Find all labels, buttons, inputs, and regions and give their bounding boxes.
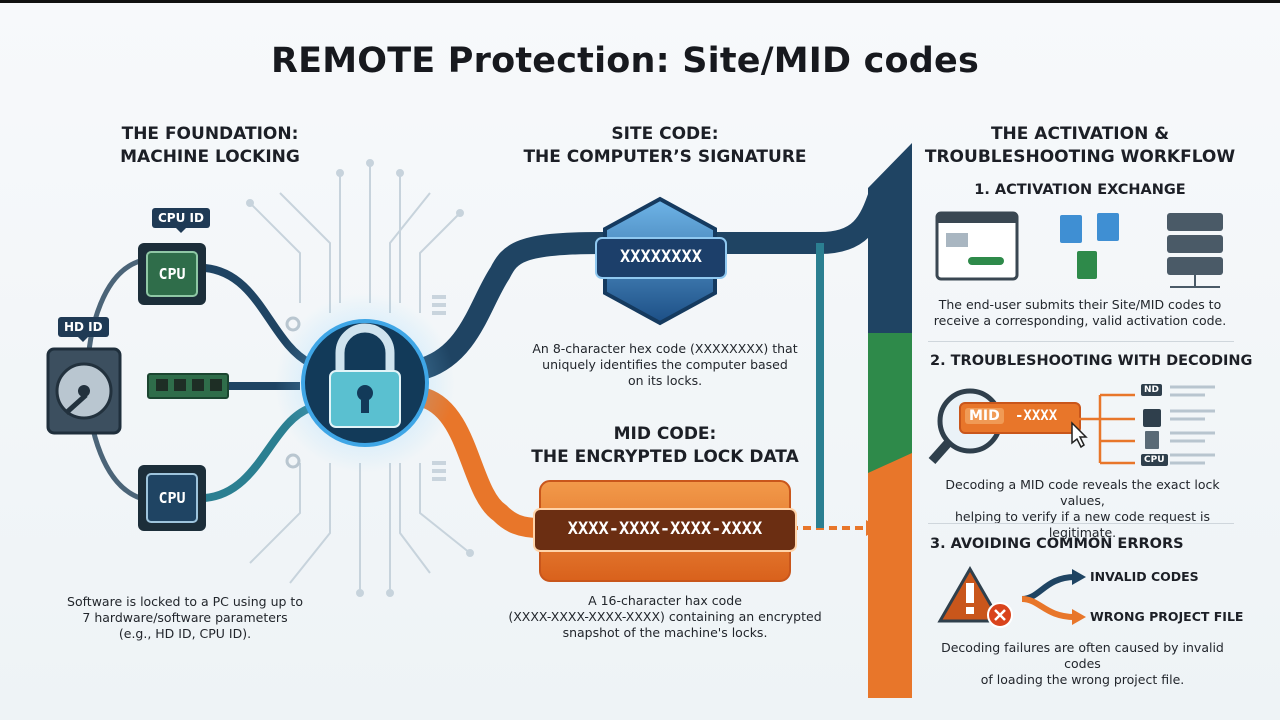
step1-title: 1. ACTIVATION EXCHANGE [974,182,1186,198]
wrong-file-branch [1021,596,1076,620]
cpu-badge: CPU [1141,454,1168,466]
foundation-desc-line1: Software is locked to a PC using up to [67,594,303,609]
site-code-heading-line1: SITE CODE: [611,124,719,144]
foundation-heading: THE FOUNDATION: MACHINE LOCKING [80,123,340,169]
step3-desc-line1: Decoding failures are often caused by in… [941,640,1224,671]
site-code-description: An 8-character hex code (XXXXXXXX) that … [520,341,810,389]
step2-desc-line1: Decoding a MID code reveals the exact lo… [945,477,1220,508]
cpu-chip-label-bottom: CPU [158,489,186,507]
mid-code-desc-line3: snapshot of the machine's locks. [562,625,768,640]
foundation-heading-line2: MACHINE LOCKING [120,147,300,167]
invalid-branch [1021,574,1076,602]
workflow-heading-line2: TROUBLESHOOTING WORKFLOW [924,147,1236,167]
mid-code-heading: MID CODE: THE ENCRYPTED LOCK DATA [510,423,820,469]
wrong-project-file-label: WRONG PROJECT FILE [1090,609,1244,624]
server-stack-icon [1167,213,1223,288]
invalid-codes-label: INVALID CODES [1090,569,1199,584]
ribbon-navy [868,143,912,333]
cpu-chip-bottom [138,465,206,531]
mid-code-heading-line1: MID CODE: [613,424,717,444]
mid-code-description: A 16-character hax code (XXXX-XXXX-XXXX-… [505,593,825,641]
decode-branches [1078,393,1135,465]
keyhole-slot [361,395,369,413]
circuit-traces [246,159,474,597]
flow-diagram [46,143,1223,698]
workflow-heading-line1: THE ACTIVATION & [990,124,1170,144]
cpu-id-tag: CPU ID [152,208,210,233]
cpu-chip-label-top: CPU [158,265,186,283]
step-divider [928,341,1234,342]
foundation-desc-line3: (e.g., HD ID, CPU ID). [118,626,252,641]
step2-description: Decoding a MID code reveals the exact lo… [925,477,1240,541]
foundation-desc-line2: 7 hardware/software parameters [82,610,288,625]
site-code-heading-line2: THE COMPUTER’S SIGNATURE [523,147,807,167]
workflow-heading: THE ACTIVATION & TROUBLESHOOTING WORKFLO… [920,123,1240,169]
server-icon [432,295,446,481]
ribbon-green [868,333,912,473]
hard-drive-icon [46,347,122,435]
chip-icon [1143,409,1161,427]
site-code-hexagon [595,196,727,326]
page-title: REMOTE Protection: Site/MID codes [270,41,980,81]
hd-id-tag: HD ID [58,317,109,342]
site-code-desc-line3: on its locks. [627,373,703,388]
step-divider [928,523,1234,524]
step1-desc-line2: receive a corresponding, valid activatio… [933,313,1227,328]
step3-title: 3. AVOIDING COMMON ERRORS [930,536,1184,552]
step1-description: The end-user submits their Site/MID code… [925,297,1235,329]
mid-code-block [533,480,797,582]
site-code-heading: SITE CODE: THE COMPUTER’S SIGNATURE [510,123,820,169]
document-icon [1060,213,1119,279]
invalid-arrow-head [1072,569,1086,585]
site-code-desc-line1: An 8-character hex code (XXXXXXXX) that [532,341,798,356]
mid-code-heading-line2: THE ENCRYPTED LOCK DATA [531,447,799,467]
site-code-flow [420,189,891,379]
ribbon-orange [868,453,912,698]
ram-module-icon [147,373,229,399]
decoded-line-items [1170,385,1215,465]
browser-window-icon [935,211,1019,281]
warning-icon [937,565,1013,628]
mid-code-desc-line1: A 16-character hax code [588,593,742,608]
cpu-chip-top [138,243,206,305]
site-code-value: XXXXXXXX [620,247,702,267]
mid-code-desc-line2: (XXXX-XXXX-XXXX-XXXX) containing an encr… [508,609,822,624]
site-code-desc-line2: uniquely identifies the computer based [542,357,788,372]
mid-decode-label: MID [965,408,1004,424]
step3-desc-line2: of loading the wrong project file. [980,672,1185,687]
wrong-file-arrow-head [1072,609,1086,625]
mid-code-flow [420,388,541,538]
cursor-icon [1071,421,1088,449]
step2-title: 2. TROUBLESHOOTING WITH DECODING [930,353,1253,369]
step2-desc-line2: helping to verify if a new code request … [955,509,1210,540]
foundation-heading-line1: THE FOUNDATION: [121,124,299,144]
step3-description: Decoding failures are often caused by in… [925,640,1240,688]
nd-badge: ND [1141,384,1163,396]
file-icon [1145,431,1159,449]
mid-code-value: XXXX-XXXX-XXXX-XXXX [567,519,763,539]
foundation-description: Software is locked to a PC using up to 7… [50,594,320,642]
mid-decode-suffix: -XXXX [1015,408,1058,424]
padlock-shackle [335,323,395,375]
step1-desc-line1: The end-user submits their Site/MID code… [938,297,1222,312]
